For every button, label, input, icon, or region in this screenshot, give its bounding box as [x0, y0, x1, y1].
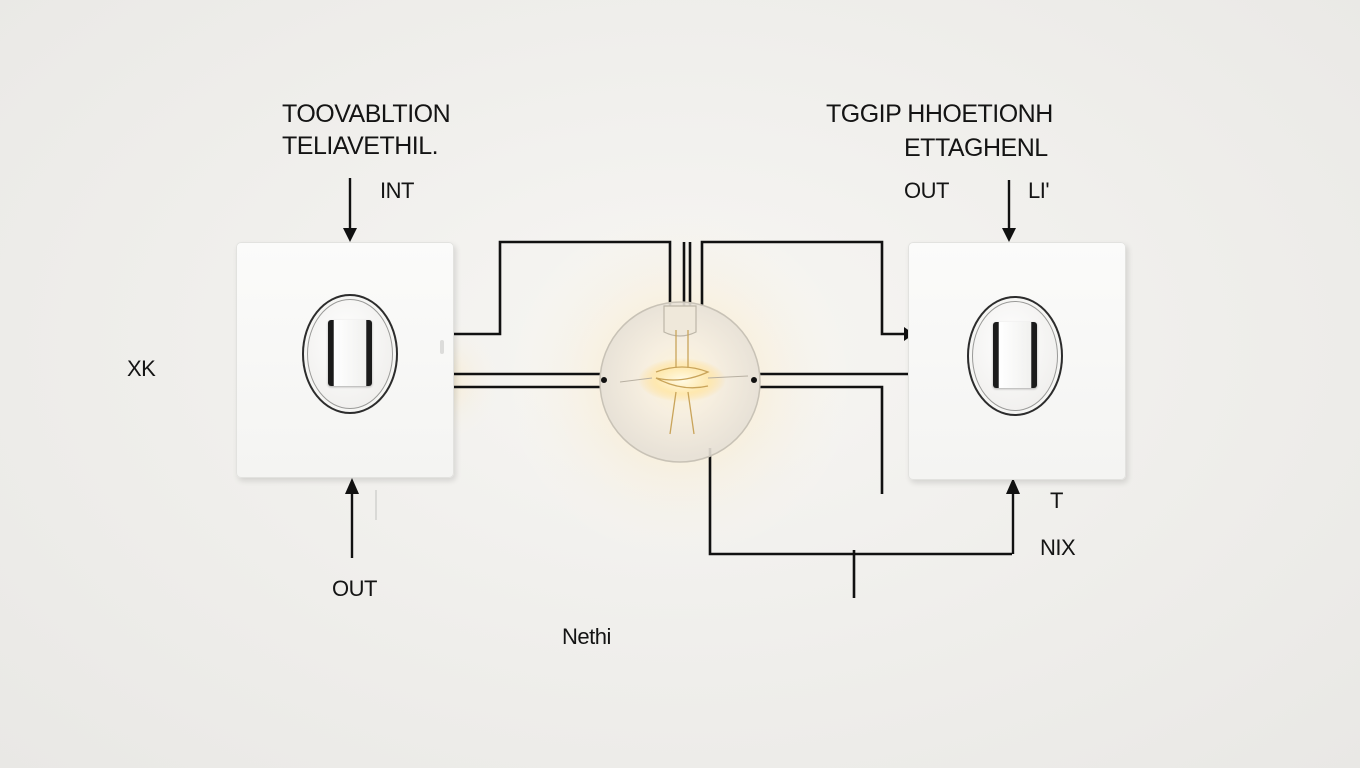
bulb-contact-left: [601, 377, 607, 383]
label-in-left: INT: [380, 178, 414, 203]
label-out-bottom-left: OUT: [332, 576, 377, 601]
wire-right-upper: [700, 240, 906, 336]
arrows: [343, 178, 1020, 558]
bulb-neck: [663, 305, 697, 337]
label-lt-right: LI': [1028, 178, 1050, 203]
wire-bottom-loop: [708, 448, 1012, 556]
arrow-in-left-head: [343, 228, 357, 242]
label-out-right: OUT: [904, 178, 949, 203]
switch-toggle-right[interactable]: [993, 322, 1037, 388]
label-t-right: T: [1050, 488, 1063, 513]
arrow-out-bottom-left-head: [345, 478, 359, 494]
bulb-filament: [619, 330, 749, 435]
title-right-line1: TGGIP HHOETIONH: [826, 100, 1053, 128]
label-neth-bottom: Nethi: [562, 624, 611, 649]
light-bulb-icon: [599, 301, 761, 463]
bulb-contact-right: [751, 377, 757, 383]
wire-right-traveler-2: [760, 385, 884, 494]
title-left-line1: TOOVABLTION: [282, 100, 451, 128]
wire-left-upper: [454, 240, 672, 336]
plate-screw-left: [440, 340, 444, 354]
arrow-bottom-right-head: [1006, 478, 1020, 494]
label-xk: XK: [127, 356, 156, 381]
title-right-line2: ETTAGHENL: [904, 134, 1048, 162]
arrow-lt-right-head: [1002, 228, 1016, 242]
title-left-line2: TELIAVETHIL.: [282, 132, 439, 160]
wiring: [375, 240, 1057, 598]
label-nx-right: NIX: [1040, 535, 1076, 560]
switch-toggle-left[interactable]: [328, 320, 372, 386]
